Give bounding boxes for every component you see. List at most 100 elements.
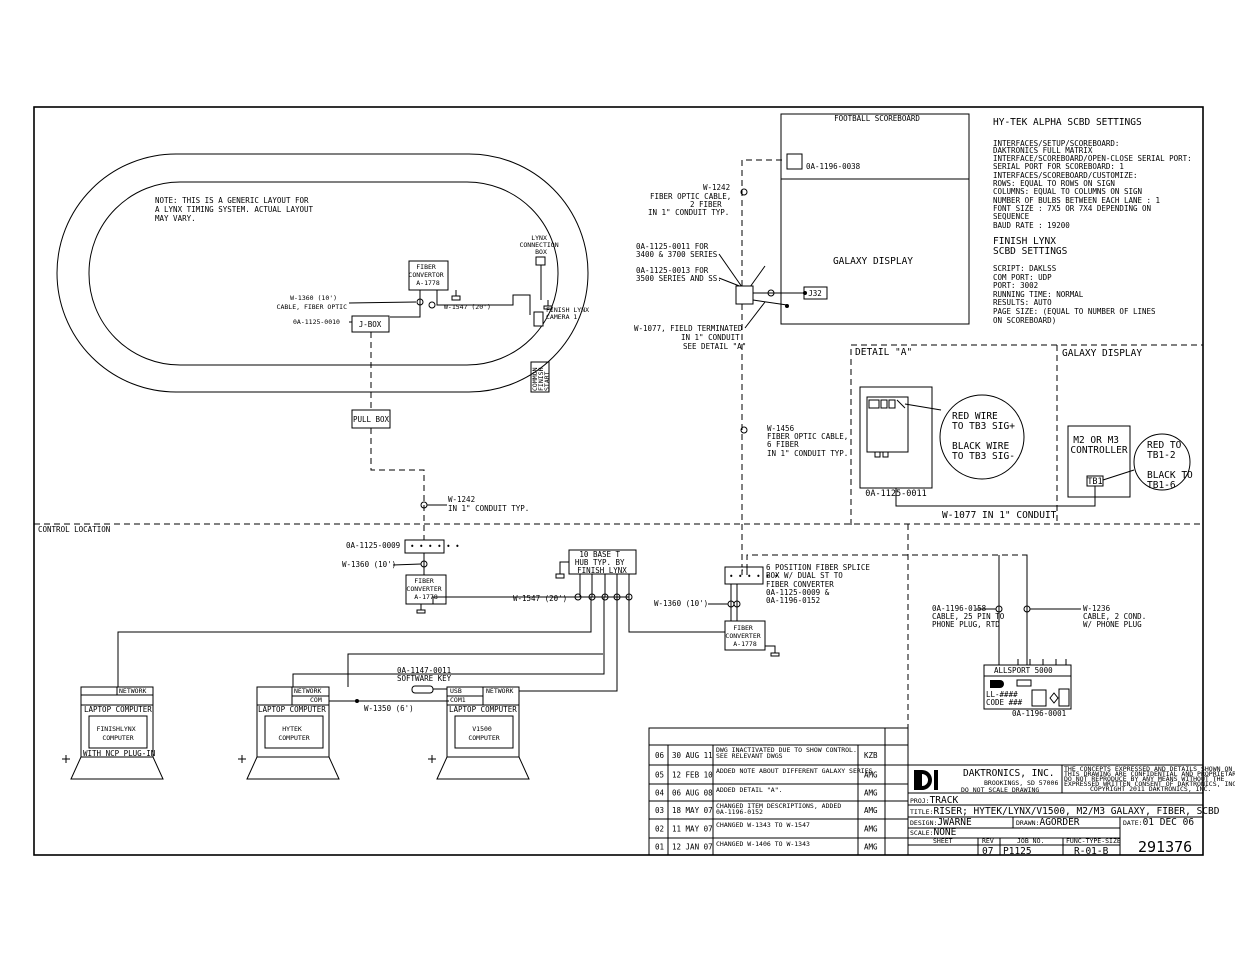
part-0013-label: 0A-1125-0013 FOR 3500 SERIES AND SS. (636, 266, 722, 283)
hub-label: 10 BASE T HUB TYP. BY FINISH LYNX (575, 550, 629, 575)
rev-value: 07 (982, 846, 993, 857)
power-plug-icon (428, 755, 436, 763)
laptop-title: LAPTOP COMPUTER (449, 705, 517, 714)
galaxy-display-label: GALAXY DISPLAY (833, 256, 913, 267)
job-label: JOB NO. (1017, 837, 1044, 845)
legal-notice: THE CONCEPTS EXPRESSED AND DETAILS SHOWN… (1064, 765, 1235, 793)
revision-by: KZB (864, 751, 878, 760)
scale-value: NONE (933, 827, 956, 838)
football-scoreboard (780, 113, 970, 325)
revision-description: ADDED DETAIL "A". (716, 786, 783, 794)
track-outer (56, 153, 589, 393)
w1242-top-label: W-1242 FIBER OPTIC CABLE, 2 FIBER IN 1" … (648, 183, 736, 217)
job-value: P1125 (1003, 846, 1032, 857)
revision-date: 18 MAY 07 (672, 806, 713, 815)
title-block: DAKTRONICS, INC. BROOKINGS, SD 57006 DO … (907, 764, 1235, 857)
revision-by: AMG (864, 825, 878, 834)
laptop-title: LAPTOP COMPUTER (84, 705, 152, 714)
diamond-icon (1049, 692, 1059, 704)
red-wire-label: RED WIRE TO TB3 SIG+ (952, 411, 1015, 432)
drawing-border (33, 106, 1204, 856)
laptop-screen-label: FINISHLYNX COMPUTER (96, 725, 139, 742)
com1-port-label: COM1 (450, 696, 466, 704)
title-label: TITLE: (910, 808, 933, 816)
detail-a-title: DETAIL "A" (855, 347, 912, 358)
svg-text:TITLE:RISER; HYTEK/LYNX/V1500,: TITLE:RISER; HYTEK/LYNX/V1500, M2/M3 GAL… (910, 806, 1220, 817)
part-0038-label: 0A-1196-0038 (806, 162, 861, 171)
cable-0158-label: 0A-1196-0158 CABLE, 25 PIN TO PHONE PLUG… (932, 604, 1009, 629)
svg-text:DRAWN:AGORDER: DRAWN:AGORDER (1016, 817, 1080, 828)
software-key-icon (411, 685, 434, 694)
ll-label: LL-#### (986, 690, 1018, 699)
proj-value: TRACK (930, 795, 959, 806)
revision-description: 0A-1196-0152 (716, 808, 763, 816)
design-value: JWARNE (937, 817, 972, 828)
laptop-screen-label: V1500 COMPUTER (468, 725, 499, 742)
drawing-number: 291376 (1138, 838, 1192, 856)
w1360-b-label: W-1360 (10') (654, 599, 708, 608)
sheet-label: SHEET (933, 837, 953, 845)
plug-icon (543, 300, 553, 310)
hytek-settings-title: HY-TEK ALPHA SCBD SETTINGS (993, 117, 1142, 128)
tb1-callout-circle (1133, 433, 1191, 491)
plug-icon (765, 645, 780, 657)
j32-label: J32 (808, 289, 822, 298)
black-to-label: BLACK TO TB1-6 (1147, 470, 1199, 491)
revision-by: AMG (864, 843, 878, 852)
laptop-finishlynx: NETWORK LAPTOP COMPUTER FINISHLYNX COMPU… (62, 686, 164, 780)
fc-b-label: FIBER CONVERTER A-1778 (725, 624, 764, 648)
w1547-label: W-1547 (20') (444, 303, 491, 311)
laptop-keyboard (70, 756, 164, 780)
proj-label: PROJ: (910, 797, 930, 805)
finish-start-label: COMMON FINISH START (531, 364, 551, 391)
revision-description: SEE RELEVANT DWGS (716, 752, 783, 760)
detail-galaxy-label: GALAXY DISPLAY (1062, 348, 1142, 359)
fc-a-label: FIBER CONVERTER A-1778 (406, 577, 445, 601)
revision-by: AMG (864, 771, 878, 780)
laptop-v1500: USB COM1 NETWORK LAPTOP COMPUTER V1500 C… (428, 686, 530, 780)
revision-number: 03 (655, 806, 664, 815)
ethernet-hub (568, 549, 637, 575)
finish-lynx-settings-title: FINISH LYNX SCBD SETTINGS (993, 236, 1068, 257)
revision-date: 06 AUG 08 (672, 789, 713, 798)
splice-label: 6 POSITION FIBER SPLICE BOX W/ DUAL ST T… (766, 563, 874, 605)
hytek-settings-lines: INTERFACES/SETUP/SCOREBOARD: DAKTRONICS … (993, 139, 1196, 230)
svg-text:• • • • • •: • • • • • • (410, 542, 460, 551)
svg-text:SCALE:NONE: SCALE:NONE (910, 827, 957, 838)
plug-icon (416, 604, 426, 614)
j-box-label: J-BOX (359, 320, 382, 329)
tb1-label: TB1 (1087, 477, 1102, 487)
lynx-box-label: LYNX CONNECTION BOX (519, 234, 562, 256)
revision-description: CHANGED ITEM DESCRIPTIONS, ADDED (716, 802, 841, 810)
usb-port-label: USB (450, 687, 462, 695)
w1350-label: W-1350 (6') (364, 704, 414, 713)
laptop-hytek: NETWORK COM LAPTOP COMPUTER HYTEK COMPUT… (238, 686, 340, 780)
fiber-converter-track (408, 260, 449, 291)
revision-date: 30 AUG 11 (672, 751, 713, 760)
allsport-label: ALLSPORT 5000 (994, 666, 1053, 675)
laptop-screen-label: HYTEK COMPUTER (278, 725, 309, 742)
controller-label: M2 OR M3 CONTROLLER (1070, 435, 1127, 456)
settings-text: HY-TEK ALPHA SCBD SETTINGS INTERFACES/SE… (993, 117, 1196, 325)
rev-label: REV (982, 837, 994, 845)
w1456-label: W-1456 FIBER OPTIC CABLE, 6 FIBER IN 1" … (767, 424, 853, 458)
revision-description: DWG INACTIVATED DUE TO SHOW CONTROL. (716, 746, 857, 754)
power-plug-icon (238, 755, 246, 763)
ncp-plugin-label: WITH NCP PLUG-IN (83, 749, 155, 758)
revision-description: CHANGED W-1406 TO W-1343 (716, 840, 810, 848)
network-port-label: NETWORK (486, 687, 513, 695)
func-label: FUNC-TYPE-SIZE (1066, 837, 1121, 845)
fiber-converter-control-b (724, 620, 766, 651)
code-label: CODE ### (986, 698, 1023, 707)
company-city: BROOKINGS, SD 57006 (984, 779, 1058, 787)
no-scale-note: DO NOT SCALE DRAWING (961, 786, 1039, 794)
fiber-converter-control (405, 574, 447, 605)
scoreboard-area: FOOTBALL SCOREBOARD 0A-1196-0038 GALAXY … (634, 113, 970, 575)
laptop-keyboard (436, 756, 530, 780)
pull-box-label: PULL BOX (353, 415, 390, 424)
part-0011-label: 0A-1125-0011 FOR 3400 & 3700 SERIES (636, 242, 718, 259)
com-port-label: COM (310, 696, 322, 704)
control-location: CONTROL LOCATION W-1242 IN 1" CONDUIT TY… (34, 495, 1203, 780)
